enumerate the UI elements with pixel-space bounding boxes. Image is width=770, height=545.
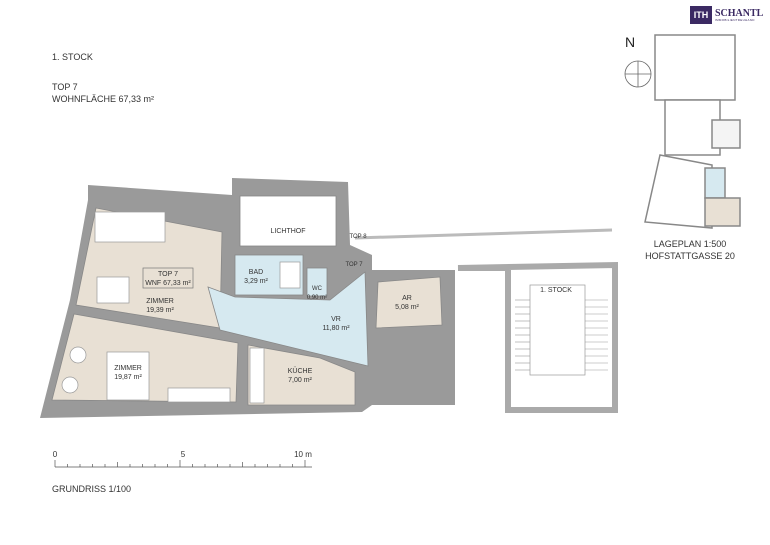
bed — [106, 351, 150, 401]
shower — [279, 261, 301, 289]
room-name: WC — [312, 286, 323, 292]
stair-label: 1. STOCK — [540, 287, 572, 294]
neighbor-label: TOP 8 — [349, 234, 367, 240]
north-label: N — [625, 34, 635, 50]
wardrobe — [167, 387, 231, 403]
room-name: AR — [402, 295, 412, 302]
room-area: 11,80 m² — [322, 325, 350, 332]
unit-tag-box — [142, 267, 194, 289]
room-vr — [207, 271, 369, 367]
room-name: ZIMMER — [114, 365, 142, 372]
stair-landing — [529, 284, 586, 376]
room-name: LICHTHOF — [271, 228, 306, 235]
living-area-label: WOHNFLÄCHE 67,33 m² — [52, 94, 155, 104]
neighbor-label: TOP 7 — [345, 262, 363, 268]
floor-label: 1. STOCK — [52, 52, 93, 62]
compass-icon — [624, 60, 652, 88]
room-area: 19,87 m² — [114, 374, 142, 381]
room-name: BAD — [249, 269, 263, 276]
scale-bar — [54, 460, 312, 468]
sofa — [94, 211, 166, 243]
logo-subtitle: IMMOBILIENTREUHAND — [715, 17, 755, 22]
unit-tag-line2: WNF 67,33 m² — [145, 280, 191, 287]
room-lichthof — [239, 195, 337, 247]
logo-mark: ITH — [690, 6, 712, 24]
neighbor-wall-line — [354, 228, 613, 240]
site-plan-address: HOFSTATTGASSE 20 — [645, 251, 735, 261]
armchair — [61, 376, 79, 394]
logo-name: SCHANTL — [715, 7, 764, 19]
room-area: 0,90 m² — [307, 295, 327, 301]
room-area: 3,29 m² — [244, 278, 268, 285]
stair-treads — [515, 299, 608, 371]
armchair — [69, 346, 87, 364]
room-area: 19,39 m² — [146, 307, 174, 314]
room-kueche — [247, 344, 356, 406]
room-area: 5,08 m² — [395, 304, 419, 311]
unit-label: TOP 7 — [52, 82, 78, 92]
staircase-walls — [457, 261, 618, 413]
plan-scale-title: GRUNDRISS 1/100 — [52, 484, 132, 494]
scale-tick-label: 5 — [181, 450, 186, 459]
room-wc — [306, 267, 328, 297]
room-name: KÜCHE — [288, 367, 313, 375]
unit-tag-line1: TOP 7 — [158, 271, 178, 278]
scale-tick-label: 0 — [53, 450, 58, 459]
room-ar — [375, 276, 443, 329]
room-name: ZIMMER — [146, 298, 174, 305]
scale-tick-label: 10 m — [294, 450, 312, 459]
room-area: 7,00 m² — [288, 377, 312, 384]
room-name: VR — [331, 316, 341, 323]
site-plan — [644, 34, 741, 229]
kitchen-counter — [249, 347, 265, 404]
site-plan-scale: LAGEPLAN 1:500 — [654, 239, 727, 249]
dining-table — [96, 276, 130, 304]
